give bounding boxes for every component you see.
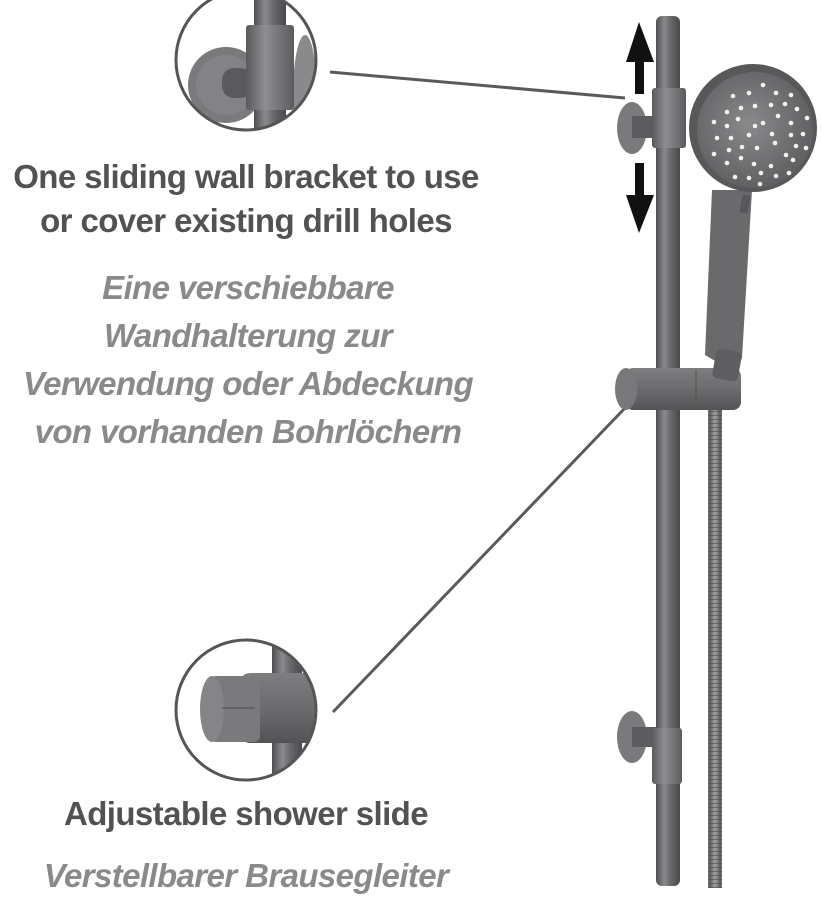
top-wall-bracket [617,88,686,154]
slide-title-de: Verstellbarer Brausegleiter [0,852,492,900]
hand-shower [689,64,817,382]
bottom-wall-bracket [617,711,682,784]
arrow-up-icon [626,22,654,94]
bracket-title-de: Eine verschiebbare Wandhalterung zur Ver… [0,264,496,456]
slide-title-de-line: Verstellbarer Brausegleiter [43,857,449,894]
bracket-leader-line [329,70,626,100]
bracket-title-en-line: One sliding wall bracket to use [13,158,479,195]
bracket-title-en-line: or cover existing drill holes [40,202,452,239]
bracket-title-de-line: Eine verschiebbare [102,269,394,306]
shower-rail [656,16,680,886]
spray-nozzles [711,82,810,187]
bracket-title-de-line: von vorhanden Bohrlöchern [34,413,462,450]
bracket-title-de-line: Wandhalterung zur [103,317,393,354]
bracket-title-en: One sliding wall bracket to use or cover… [0,155,492,243]
arrow-down-icon [626,163,654,233]
slide-detail-magnifier [174,638,318,782]
slide-title-en-line: Adjustable shower slide [64,795,429,832]
shower-hose [708,410,722,888]
bracket-detail-magnifier [174,0,318,132]
slide-leader-line [331,406,627,714]
bracket-title-de-line: Verwendung oder Abdeckung [22,365,474,402]
slide-title-en: Adjustable shower slide [0,792,492,836]
shower-slide [615,368,741,410]
